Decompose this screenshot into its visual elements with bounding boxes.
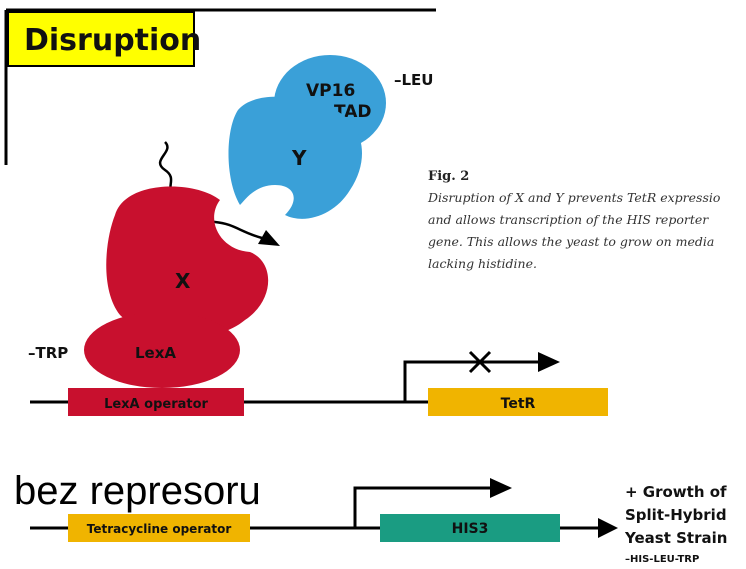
tetr-box	[428, 388, 608, 416]
lexa-protein	[84, 312, 240, 388]
lexa-operator-box	[68, 388, 244, 416]
outcome-arrow-head	[598, 518, 618, 538]
trp-marker: –TRP	[28, 344, 68, 362]
promoter-arrow-lower	[353, 486, 492, 528]
his3-label: HIS3	[452, 521, 489, 537]
tetracycline-operator-label: Tetracycline operator	[87, 522, 232, 536]
lexa-operator-label: LexA operator	[104, 397, 208, 412]
y-protein	[228, 96, 362, 219]
x-label: X	[175, 269, 191, 293]
his3-box	[380, 514, 560, 542]
caption-line-2: and allows transcription of the HIS repo…	[428, 212, 709, 227]
overlay-text: bez represoru	[14, 469, 261, 513]
promoter-arrow-upper-head	[538, 352, 560, 372]
title-box	[7, 11, 195, 67]
wavy-arrow-head	[258, 230, 280, 246]
x-protein	[106, 186, 269, 339]
y-label: Y	[291, 146, 307, 170]
outcome-line-2: Split-Hybrid	[625, 506, 727, 524]
promoter-arrow-upper	[403, 360, 540, 402]
vp16-label: VP16	[306, 81, 355, 101]
lexa-label: LexA	[135, 344, 176, 362]
outcome-line-4: –HIS-LEU-TRP	[625, 554, 699, 565]
tetracycline-operator-box	[68, 514, 250, 542]
caption-line-3: gene. This allows the yeast to grow on m…	[428, 234, 714, 249]
tetr-label: TetR	[501, 396, 536, 412]
block-x-mark	[468, 350, 492, 374]
fig-label: Fig. 2	[428, 169, 469, 184]
outcome-line-1: + Growth of	[625, 483, 727, 501]
promoter-arrow-lower-head	[490, 478, 512, 498]
leu-marker: –LEU	[394, 71, 434, 89]
caption-line-4: lacking histidine.	[428, 256, 537, 271]
title: Disruption	[24, 23, 201, 58]
outcome-line-3: Yeast Strain	[624, 529, 727, 547]
caption-line-1: Disruption of X and Y prevents TetR expr…	[427, 190, 720, 205]
frame-line	[4, 8, 436, 165]
